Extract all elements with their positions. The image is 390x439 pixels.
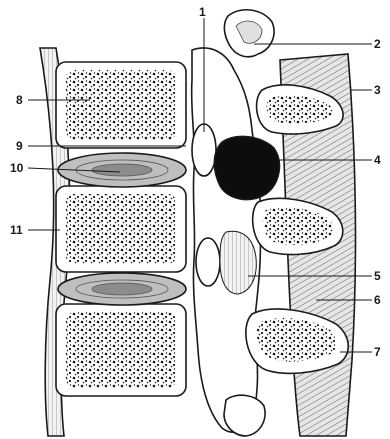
vertebral-body-lower xyxy=(56,304,186,396)
vertebral-body-upper xyxy=(56,62,186,148)
label-10: 10 xyxy=(10,161,24,175)
flavum-ligament xyxy=(220,231,256,294)
vertebral-body-middle xyxy=(56,186,186,272)
spinal-canal-dark xyxy=(214,136,279,199)
foramen-lower xyxy=(196,238,220,286)
spinous-process-bottom xyxy=(224,395,265,436)
label-1: 1 xyxy=(199,5,206,19)
label-8: 8 xyxy=(16,93,23,107)
label-7: 7 xyxy=(374,345,381,359)
label-6: 6 xyxy=(374,293,381,307)
label-5: 5 xyxy=(374,269,381,283)
label-9: 9 xyxy=(16,139,23,153)
label-4: 4 xyxy=(374,153,381,167)
intervertebral-disc-lower xyxy=(58,273,186,305)
label-11: 11 xyxy=(10,223,23,237)
label-3: 3 xyxy=(374,83,381,97)
label-2: 2 xyxy=(374,37,381,51)
